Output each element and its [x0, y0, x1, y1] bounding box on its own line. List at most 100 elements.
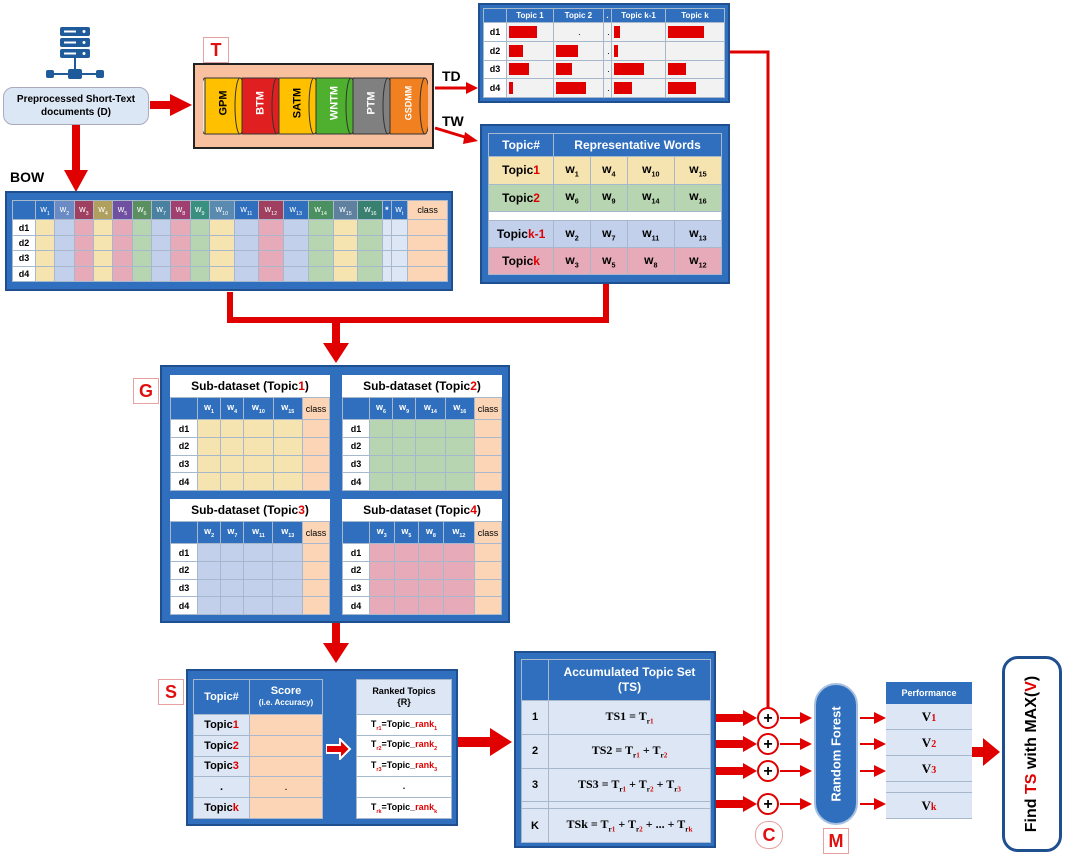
label-td: TD [442, 68, 461, 84]
plus-circle-2: + [757, 733, 779, 755]
word-index: 13 [698, 232, 707, 242]
bow-cell [112, 234, 133, 252]
bow-word-header: w11 [233, 199, 259, 221]
word-index: 1 [574, 169, 579, 179]
word-index: 5 [408, 532, 412, 539]
find-ts: TS [1023, 773, 1040, 794]
bow-cell [54, 234, 75, 252]
score-topic-num: k [232, 802, 239, 815]
td-dot: . [578, 27, 581, 38]
word-index: 16 [370, 210, 377, 217]
subdataset-title-num: 4 [470, 503, 477, 517]
score-value-cell [249, 734, 323, 757]
ts-index: 3 [521, 767, 549, 803]
td-cell [611, 78, 666, 98]
word-index: 4 [104, 210, 108, 217]
sub-cell [243, 578, 274, 598]
word-index: 1 [46, 210, 50, 217]
sub-cell [393, 596, 420, 615]
sub-row-label: d1 [170, 543, 198, 562]
model-label: PTM [366, 91, 378, 114]
td-bar [614, 63, 645, 76]
perf-sub: 1 [931, 713, 937, 724]
bow-word-header: w5 [112, 199, 133, 221]
sub-word-header: w10 [243, 396, 274, 421]
bow-word-header: w14 [307, 199, 334, 221]
sub-cell [392, 472, 417, 491]
score-header-main: Score [270, 685, 302, 697]
sub-class-cell [474, 560, 502, 580]
tw-topic-num: 2 [533, 190, 540, 205]
sub-cell [243, 419, 274, 438]
sub-cell [415, 436, 446, 456]
perf-v: V [921, 761, 932, 776]
ts-term-num: 1 [649, 717, 654, 726]
random-forest-label: Random Forest [828, 706, 844, 802]
bow-cell [34, 250, 56, 267]
performance-row-2: V2 [886, 730, 972, 756]
ts-term-sub: r1 [633, 751, 640, 760]
td-cell [611, 22, 666, 42]
ranked-t: T [370, 760, 377, 771]
sub-corner [170, 396, 198, 421]
tw-word-cell: w16 [673, 183, 723, 212]
sub-word-header: w5 [393, 520, 420, 545]
ts-term-num: 3 [677, 785, 681, 794]
sub-cell [418, 578, 444, 598]
ranked-sub: r2 [376, 746, 382, 753]
sub-word-header: w16 [444, 396, 476, 421]
tw-topic-cell: Topick-1 [487, 219, 555, 248]
td-cell [611, 41, 666, 61]
bow-cell [357, 250, 384, 267]
ts-term-num: 2 [663, 751, 668, 760]
score-value-cell [249, 755, 323, 778]
sub-word-header: w8 [418, 520, 444, 545]
model-label: GSDMM [404, 86, 414, 121]
word-index: 14 [320, 210, 327, 217]
sub-row-label: d4 [342, 472, 370, 491]
plus-circle-1: + [757, 707, 779, 729]
bow-cell [233, 250, 259, 267]
bow-cell [282, 234, 309, 252]
model-label: SATM [292, 88, 304, 118]
ts-term-num: 1 [622, 785, 627, 794]
ts-term-num: 2 [649, 785, 654, 794]
sub-row-label: d2 [342, 560, 370, 580]
td-header: Topic 1 [506, 7, 554, 24]
bow-cell [73, 250, 94, 267]
ranked-rank: rank [415, 801, 435, 812]
model-wntm: WNTM [315, 77, 357, 135]
find-mid: with MAX( [1023, 691, 1040, 774]
word-index: t [401, 210, 404, 217]
bow-cell [92, 250, 114, 267]
word-index: 3 [574, 260, 579, 270]
score-topic-num: 1 [232, 718, 239, 731]
sub-cell [243, 543, 274, 562]
bow-word-header: w3 [73, 199, 94, 221]
bow-cell [170, 234, 191, 252]
bow-word-header: w9 [189, 199, 210, 221]
score-header-topic: Topic# [193, 679, 250, 715]
bow-cell [332, 250, 359, 267]
bow-cell [390, 250, 409, 267]
bow-cell [189, 219, 210, 236]
word-index: 16 [698, 196, 707, 206]
bow-cell [92, 234, 114, 252]
td-cell: . [552, 22, 604, 42]
word-index: 7 [234, 532, 238, 539]
find-v: V [1023, 681, 1040, 692]
model-label: WNTM [329, 86, 341, 120]
sub-class-cell [474, 596, 502, 615]
sub-cell [243, 454, 274, 474]
bow-cell [34, 234, 56, 252]
ranked-rank: rank [415, 760, 435, 771]
td-bar [614, 44, 619, 57]
word-index: 14 [430, 408, 437, 415]
bow-cell [54, 219, 75, 236]
word-index: 12 [271, 210, 278, 217]
model-gsdmm: GSDMM [389, 77, 431, 135]
ts-header-main: Accumulated Topic Set [563, 665, 696, 679]
